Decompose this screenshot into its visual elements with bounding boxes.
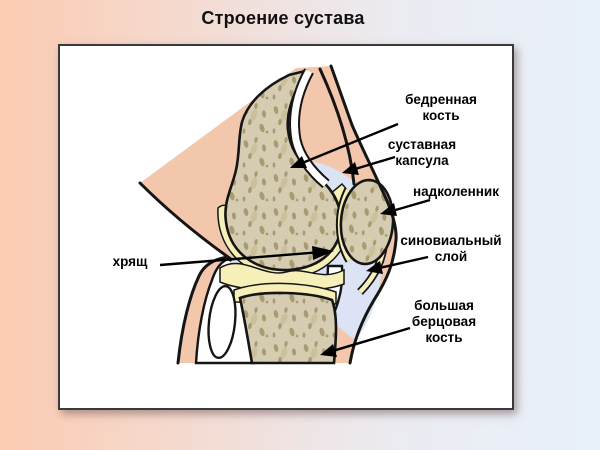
ligament-oval — [207, 284, 237, 360]
label-synovial-layer: синовиальный слой — [400, 233, 502, 264]
label-femur: бедренная кость — [405, 92, 477, 123]
label-arrows — [159, 122, 431, 357]
patella-bone — [339, 178, 395, 266]
label-patella: надколенник — [413, 184, 499, 199]
label-cartilage: хрящ — [112, 254, 148, 269]
label-tibia: большая берцовая кость — [411, 298, 477, 345]
tibia-bone — [238, 291, 338, 365]
skin-outline-left — [138, 181, 232, 365]
joint-capsule-strip — [289, 68, 330, 189]
femur-bone — [224, 69, 343, 272]
label-joint-capsule: суставная капсула — [387, 137, 457, 168]
slide-title: Строение сустава — [201, 8, 365, 28]
